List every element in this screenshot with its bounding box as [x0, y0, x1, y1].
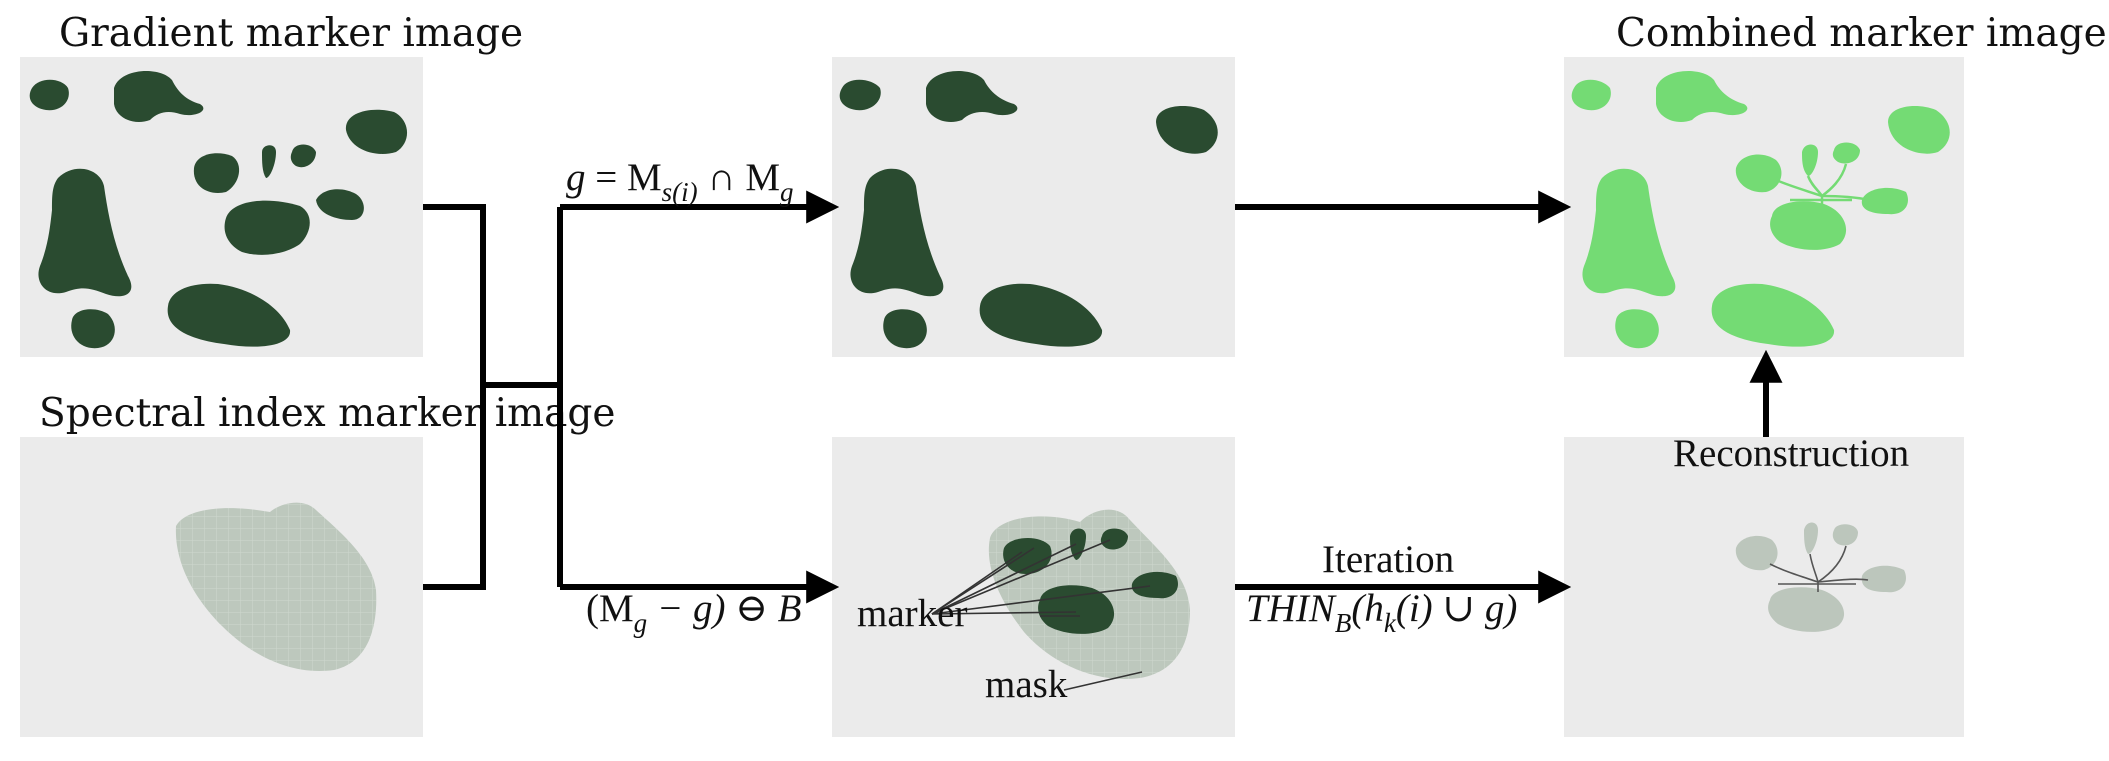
connector-lines [423, 190, 1783, 604]
intersection-blob-4 [850, 168, 944, 297]
iteration-label: Iteration [1322, 538, 1454, 581]
thin-blob-4 [1768, 587, 1845, 632]
spectral-mask-blob [175, 502, 377, 671]
intersection-blob-6 [883, 309, 927, 349]
combined-blob-1 [1571, 79, 1611, 111]
combined-blob-6 [1615, 309, 1659, 349]
marker-label: marker [857, 592, 967, 635]
thin-blob-1 [1735, 535, 1778, 571]
intersection-blob-2 [926, 70, 1018, 123]
combined-blob-10 [1770, 201, 1847, 250]
thinning-panel-background [1564, 437, 1964, 737]
marker-mask-panel [832, 437, 1235, 737]
intersection-formula: g = Ms(i) ∩ Mg [566, 156, 794, 207]
combined-panel [1564, 57, 1964, 357]
thin-blob-5 [1861, 565, 1906, 593]
thin-skeleton-lines [1769, 545, 1869, 592]
spectral-marker-title: Spectral index marker image [39, 391, 615, 436]
intersection-blob-5 [979, 283, 1103, 347]
combined-marker-title: Combined marker image [1616, 11, 2107, 56]
gradient-blob-3 [345, 109, 408, 154]
reconstruction-label: Reconstruction [1673, 432, 1909, 475]
combined-skeleton-lines [1775, 163, 1871, 206]
combined-blob-7 [1735, 154, 1782, 193]
gradient-marker-panel [20, 57, 423, 357]
erosion-formula: (Mg − g) ⊖ B [586, 587, 801, 638]
combined-blob-11 [1861, 187, 1908, 215]
combined-blob-4 [1582, 168, 1676, 297]
mask-leader-line [1063, 671, 1143, 691]
gradient-blob-2 [114, 70, 204, 123]
gradient-blob-4 [193, 153, 240, 193]
gradient-blob-9 [316, 189, 364, 220]
gradient-marker-title: Gradient marker image [59, 11, 523, 56]
intersection-panel [832, 57, 1235, 357]
gradient-blob-8 [224, 200, 310, 255]
combined-blob-3 [1888, 106, 1950, 154]
thinning-panel [1564, 437, 1964, 737]
combined-blob-2 [1656, 70, 1748, 123]
gradient-blob-1 [29, 79, 69, 111]
spectral-marker-panel [20, 437, 423, 737]
gradient-blob-6 [290, 144, 316, 168]
gradient-blob-11 [71, 309, 115, 349]
combined-blob-8 [1802, 144, 1818, 176]
mask-label: mask [985, 663, 1068, 706]
marker-blob-1 [1003, 537, 1052, 574]
marker-blob-3 [1100, 528, 1128, 550]
merge-connector [423, 204, 486, 590]
gradient-blob-10 [167, 283, 291, 347]
combined-blob-5 [1711, 283, 1835, 347]
marker-blob-5 [1131, 571, 1178, 599]
thin-blob-2 [1804, 522, 1818, 554]
intersection-blob-1 [839, 79, 881, 111]
thin-blob-3 [1832, 524, 1858, 546]
thinning-formula: THINB(hk(i) ∪ g) [1246, 587, 1517, 638]
gradient-blob-7 [38, 168, 132, 297]
combined-blob-9 [1832, 142, 1860, 164]
gradient-blob-5 [262, 145, 276, 178]
marker-leader-lines [931, 539, 1151, 617]
intersection-blob-3 [1156, 106, 1218, 154]
